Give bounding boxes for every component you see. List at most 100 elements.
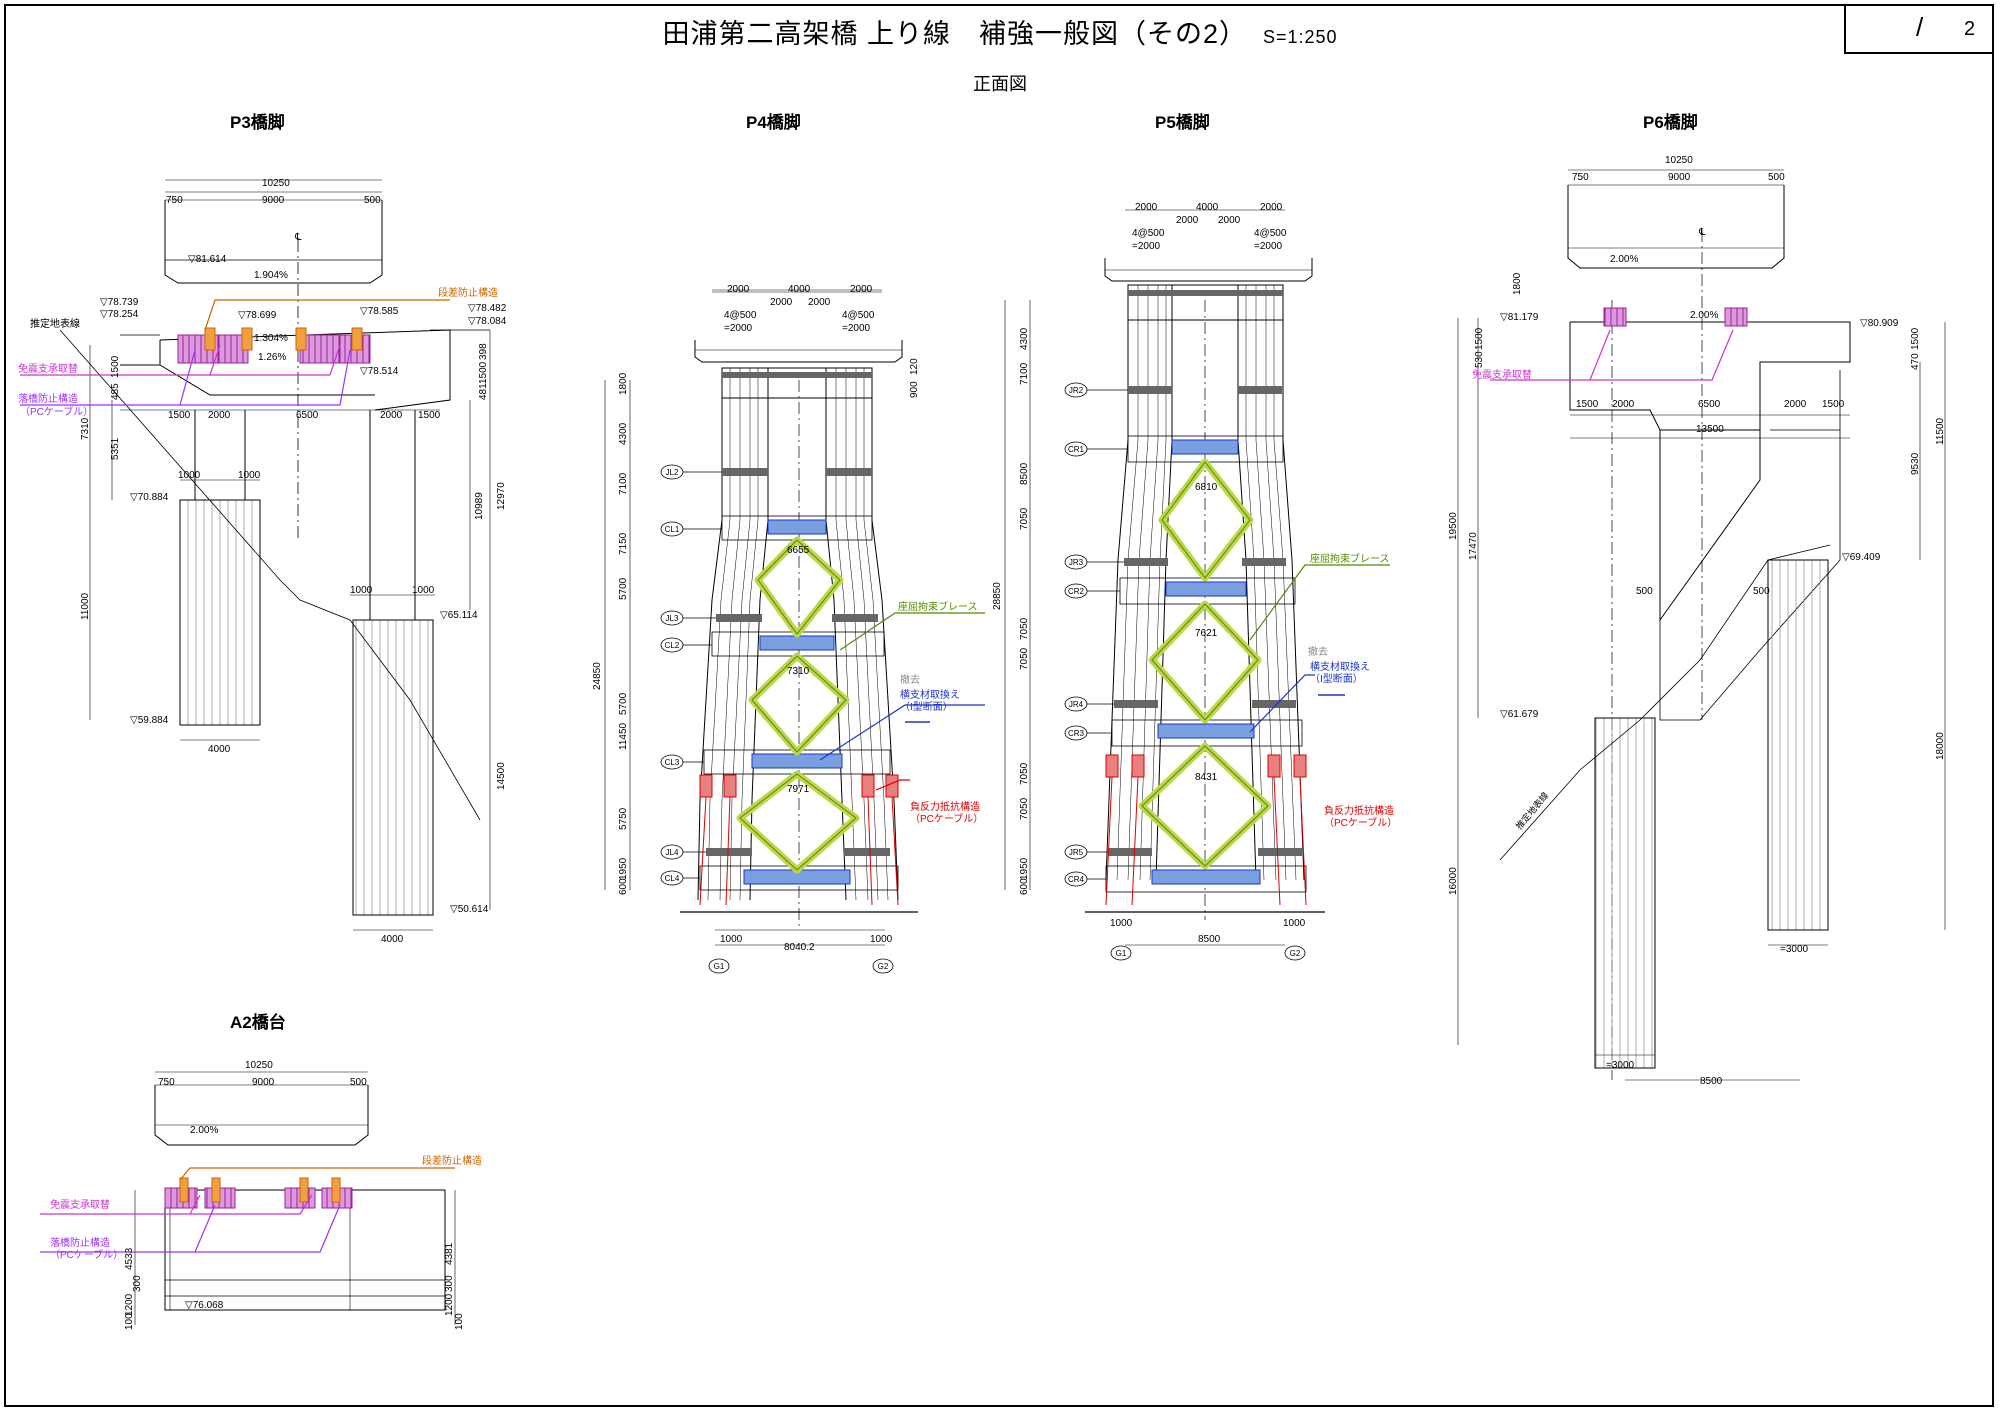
p3-level-top: ▽81.614	[188, 254, 227, 265]
p5-marker-jr4: JR4	[1069, 700, 1084, 709]
p5-ann-pc: （PCケーブル）	[1324, 816, 1397, 829]
a2-h1200b: 1200	[444, 1293, 455, 1316]
p5-marker-cr4: CR4	[1068, 875, 1085, 884]
p5-marker-cr2: CR2	[1068, 587, 1085, 596]
p5-h7050a: 7050	[1019, 507, 1030, 530]
a2-h4381: 4381	[444, 1242, 455, 1265]
p3-slope-3: 1.26%	[258, 352, 286, 363]
p3-level-8: ▽70.884	[130, 492, 169, 503]
p4-dim-t2: 4000	[788, 284, 811, 295]
p6-bearing-right	[1724, 307, 1748, 327]
p4-joint-bars	[706, 372, 890, 856]
drawing-frame	[4, 4, 1994, 1407]
p4-marker-cl1: CL1	[665, 525, 680, 534]
p6-dim-left: 750	[1572, 172, 1589, 183]
p5-h600: 600	[1019, 878, 1030, 895]
a2-dim-deck: 9000	[252, 1077, 275, 1088]
p4-dim-n1: 4@500	[724, 310, 757, 321]
a2-h300b: 300	[444, 1275, 455, 1292]
p4-marker-cl4: CL4	[665, 874, 680, 883]
p6-ground-label: 推定地表線	[1513, 790, 1550, 832]
p5-marker-jr5: JR5	[1069, 848, 1084, 857]
p4-h7150: 7150	[618, 532, 629, 555]
page-slash: /	[1916, 12, 1924, 42]
p3-step-block	[204, 327, 216, 351]
p3-dim-2000: 2000	[208, 410, 231, 421]
p6-dim-13500: 13500	[1696, 424, 1724, 435]
p4-h1950: 1950	[618, 857, 629, 880]
p4-v120: 120	[909, 358, 920, 375]
p6-slope-2: 2.00%	[1690, 310, 1718, 321]
p3-base-1: 4000	[208, 744, 231, 755]
p3-level-11: ▽50.614	[450, 904, 489, 915]
a2-ann-bearing: 免震支承取替	[50, 1198, 110, 1211]
p5-h8500: 8500	[1019, 462, 1030, 485]
p6-level-4: ▽61.679	[1500, 709, 1539, 720]
p4-negative-reaction	[699, 774, 910, 906]
p5-ann-neg: 負反力抵抗構造	[1324, 804, 1394, 817]
p5-ann-isection: （I型断面）	[1310, 672, 1363, 685]
p4-h5750: 5750	[618, 807, 629, 830]
p6-h470: 470	[1910, 353, 1921, 370]
p6-bearing-left	[1603, 307, 1627, 327]
a2-ann-pc: （PCケーブル）	[50, 1248, 123, 1261]
drawing-title: 田浦第二高架橋 上り線 補強一般図（その2）S=1:250	[0, 12, 2000, 51]
p6-pile-right	[1767, 559, 1829, 931]
p4-v900b: 900	[909, 381, 920, 398]
p3-pier-label: P3橋脚	[230, 113, 285, 132]
p4-b1000a: 1000	[720, 934, 743, 945]
p6-dim-deck: 9000	[1668, 172, 1691, 183]
page-number: 2	[1964, 18, 1976, 40]
p3-col-w4: 1000	[412, 585, 435, 596]
p5-h7050e: 7050	[1019, 797, 1030, 820]
a2-deck	[154, 1085, 369, 1146]
p5-h7050c: 7050	[1019, 647, 1030, 670]
p6-slope-1: 2.00%	[1610, 254, 1638, 265]
p4-w6655: 6655	[787, 545, 810, 556]
p5-girder-g2: G2	[1290, 949, 1301, 958]
p5-marker-jr3: JR3	[1069, 558, 1084, 567]
p3-h11000: 11000	[80, 592, 91, 620]
p5-w7621: 7621	[1195, 628, 1218, 639]
p6-dim-6500: 6500	[1698, 399, 1721, 410]
p3-ground-label: 推定地表線	[30, 317, 80, 330]
p4-b1000b: 1000	[870, 934, 893, 945]
a2-dim-left: 750	[158, 1077, 175, 1088]
drawing-scale: S=1:250	[1262, 27, 1338, 47]
p6-h16000: 16000	[1448, 867, 1459, 895]
p4-v1800: 1800	[618, 372, 629, 395]
a2-dim-total: 10250	[245, 1060, 273, 1071]
p3-ground-line	[59, 329, 481, 821]
p4-ann-isection: （I型断面）	[900, 700, 953, 713]
p5-dim-n2: =2000	[1132, 241, 1161, 252]
p3-dim-left: 750	[166, 195, 183, 206]
p4-dim-n4: =2000	[842, 323, 871, 334]
p6-pile-left	[1594, 717, 1656, 1069]
p4-marker-cl3: CL3	[665, 758, 680, 767]
p6-w500a: 500	[1636, 586, 1653, 597]
p3-dim-2000b: 2000	[380, 410, 403, 421]
p5-w8431: 8431	[1195, 772, 1218, 783]
a2-h4533: 4533	[124, 1247, 135, 1270]
p6-dim-2000b: 2000	[1784, 399, 1807, 410]
p3-level-10: ▽59.884	[130, 715, 169, 726]
p5-h7050b: 7050	[1019, 617, 1030, 640]
p6-w500b: 500	[1753, 586, 1770, 597]
p4-ann-neg: 負反力抵抗構造	[910, 800, 980, 813]
a2-dim-right: 500	[350, 1077, 367, 1088]
p3-base-2: 4000	[381, 934, 404, 945]
p4-dim-t1: 2000	[727, 284, 750, 295]
p6-h1500: 1500	[1474, 327, 1485, 350]
p4-ann-replace: 横支材取換え	[900, 688, 960, 701]
a2-step-block	[179, 1177, 189, 1203]
p3-level-5: ▽78.482	[468, 303, 507, 314]
p6-dim-right: 500	[1768, 172, 1785, 183]
p3-ann-bearing: 免震支承取替	[18, 362, 78, 375]
p3-h398: 398	[478, 343, 489, 360]
p3-bearings	[20, 299, 450, 406]
p3-cl-mark: ℄	[294, 232, 302, 243]
p4-bspan: 8040.2	[784, 942, 815, 953]
p3-level-9: ▽65.114	[440, 610, 478, 621]
p5-b1000b: 1000	[1283, 918, 1306, 929]
